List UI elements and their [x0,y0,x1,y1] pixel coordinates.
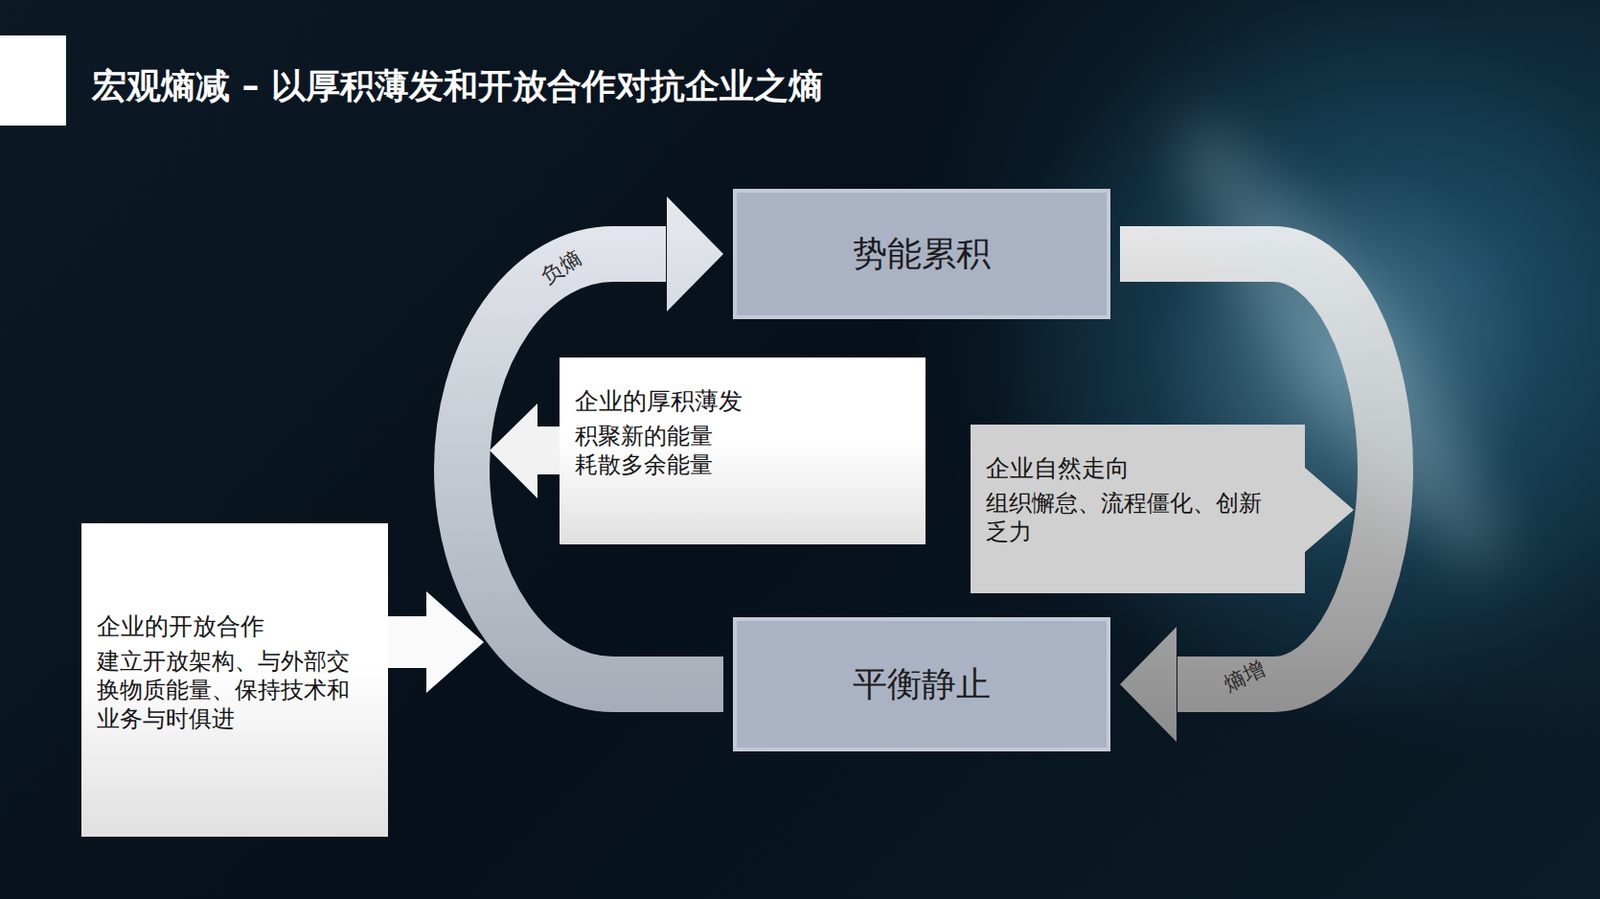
edge-label: 负熵 [534,243,589,291]
box-body: 建立开放架构、与外部交换物质能量、保持技术和业务与时俱进 [96,646,360,733]
arrow-head [1120,626,1177,742]
text-box: 企业的厚积薄发积聚新的能量 耗散多余能量 [559,357,926,545]
box-heading: 企业的厚积薄发 [574,386,911,418]
title-marker [0,35,67,126]
text-box: 企业的开放合作建立开放架构、与外部交换物质能量、保持技术和业务与时俱进 [81,523,389,837]
state-label: 势能累积 [852,230,991,278]
state-box: 势能累积 [732,188,1111,320]
box-body: 积聚新的能量 耗散多余能量 [574,421,741,480]
block-arrow [383,591,484,693]
box-body: 组织懈怠、流程僵化、创新乏力 [985,488,1277,547]
text-box: 企业自然走向组织懈怠、流程僵化、创新乏力 [970,424,1305,594]
box-heading: 企业的开放合作 [96,611,360,643]
edge-label: 熵增 [1217,655,1272,699]
state-box: 平衡静止 [732,617,1111,752]
arrow-head [666,196,724,312]
slide-title: 宏观熵减 – 以厚积薄发和开放合作对抗企业之熵 [91,65,823,107]
state-label: 平衡静止 [852,661,991,709]
box-heading: 企业自然走向 [985,453,1277,485]
